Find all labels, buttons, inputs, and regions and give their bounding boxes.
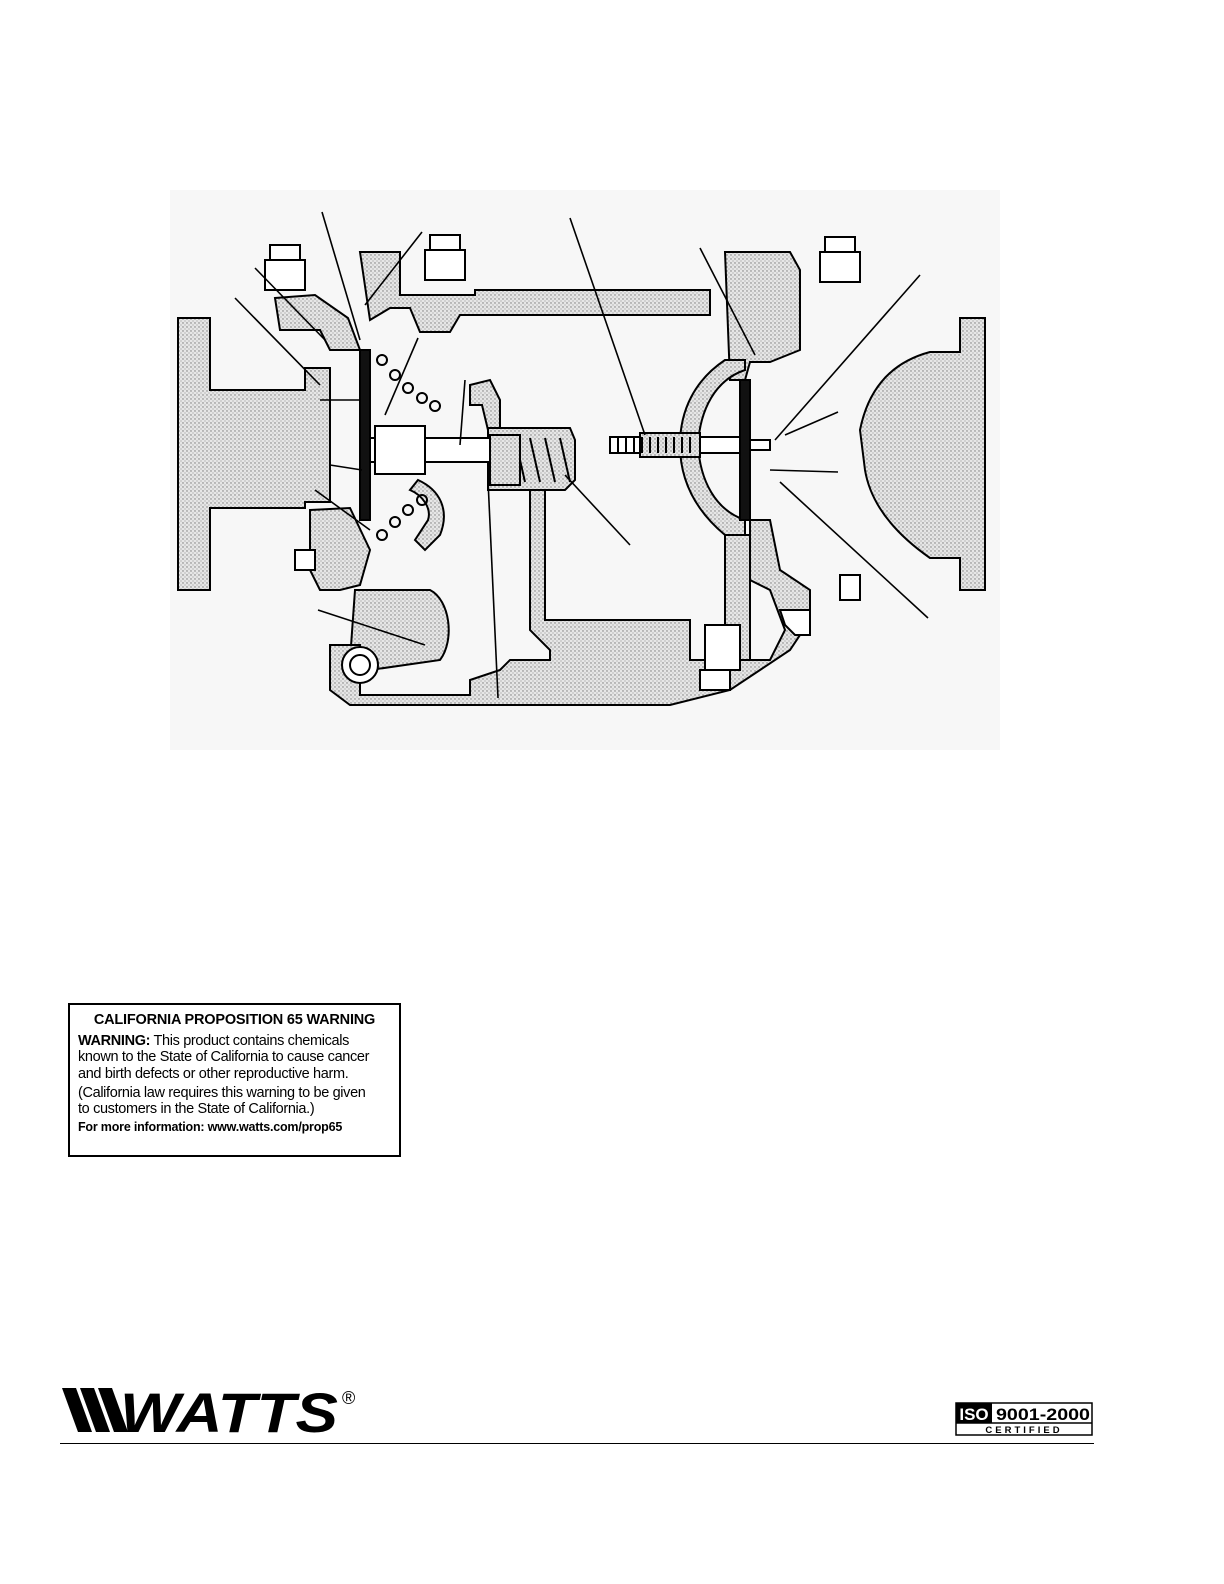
iso-prefix: ISO [959,1405,988,1424]
warning-body-line1: This product contains chemicals [153,1033,350,1050]
warning-note: (California law requires this warning to… [78,1085,391,1117]
iso-standard: 9001-2000 [996,1405,1090,1424]
warning-more-info: For more information: www.watts.com/prop… [78,1120,343,1135]
warning-title: CALIFORNIA PROPOSITION 65 WARNING [93,1012,376,1028]
warning-body-line3: and birth defects or other reproductive … [78,1065,349,1082]
callout-leaders [234,211,929,699]
warning-note-line1: (California law requires this warning to… [78,1084,366,1101]
logo-stripes [62,1388,128,1432]
logo-registered: ® [342,1388,355,1408]
warning-body: WARNING: This product contains chemicals… [78,1033,391,1082]
warning-note-line2: to customers in the State of California.… [78,1101,315,1118]
iso-certified-badge: ISO 9001-2000 CERTIFIED [955,1402,1093,1436]
warning-body-line2: known to the State of California to caus… [78,1049,370,1066]
prop65-warning-box: CALIFORNIA PROPOSITION 65 WARNING WARNIN… [68,1003,401,1157]
valve-cross-section-drawing [170,190,1000,750]
iso-certified: CERTIFIED [985,1425,1062,1436]
footer-rule [60,1443,1094,1444]
warning-label: WARNING: [78,1033,151,1050]
valve-body [177,251,986,706]
logo-wordmark: WATTS [120,1384,338,1436]
valve-internals [264,234,861,691]
watts-logo: WATTS ® [62,1384,355,1436]
